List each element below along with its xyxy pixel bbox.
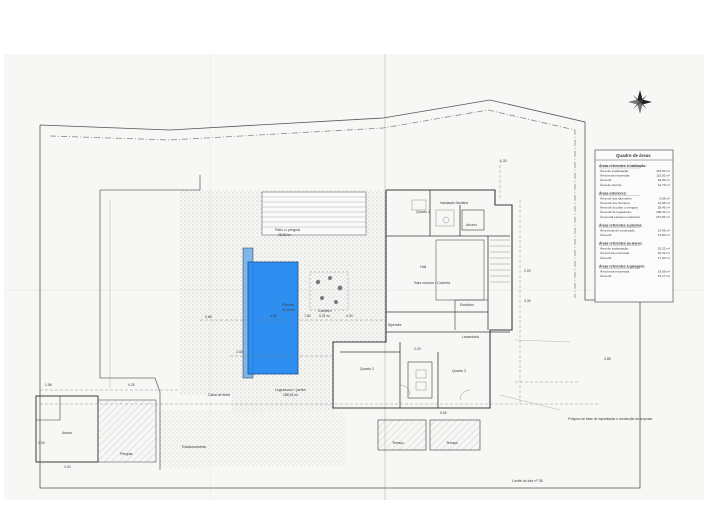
table-row-label: Área total espaços exteriores	[600, 215, 641, 219]
label-pergola: Pérgula	[120, 452, 132, 456]
table-row-value: 115,82 m²	[656, 174, 670, 178]
table-section-heading: Áreas exteriores:	[599, 190, 627, 195]
dim-text: 5.65	[440, 411, 447, 415]
table-row-label: Área útil do pátio c/ pérgula	[600, 206, 638, 210]
table-section-heading: Áreas referentes ao anexo:	[599, 241, 643, 246]
table-row-value: 115,82 m²	[656, 169, 670, 173]
dim-text: 7.80	[304, 314, 311, 318]
house-details	[399, 199, 510, 401]
table-row-value: 14,96 m²	[658, 228, 670, 232]
table-row-label: Área útil dos Terraços	[600, 201, 630, 205]
label-bedroom-3: Quarto 3	[452, 369, 466, 373]
swimming-pool	[242, 247, 299, 379]
table-section-heading: Áreas referentes à habitação:	[599, 163, 647, 168]
label-living: Sala comum / Cozinha	[414, 281, 450, 285]
table-row-label: Área útil	[600, 274, 612, 278]
dim-text: 0.65	[205, 315, 212, 319]
dim-text: 2.20	[414, 347, 421, 351]
dim-text: 3.00	[236, 350, 243, 354]
label-hall: Hall	[420, 265, 426, 269]
label-sandbox: Caixa de Areia	[208, 393, 230, 397]
label-pool: Piscina	[282, 303, 295, 307]
label-garden: Logradouro / jardim	[275, 388, 306, 392]
table-row-value: 12,80 m²	[658, 233, 670, 237]
dim-text: 1.30	[500, 159, 507, 163]
compass-rose-icon	[628, 90, 652, 114]
label-porch: Alpendre	[388, 323, 402, 327]
dim-text: 4.90	[270, 314, 277, 318]
table-row-value: 31,79 m²	[658, 183, 670, 187]
dim-text: 1.00	[38, 441, 45, 445]
dim-text: 4.20	[64, 465, 71, 469]
label-storage: Arrumo	[466, 223, 477, 227]
table-row-label: Área bruta de construção	[600, 228, 635, 232]
table-row-label: Área útil do logradouro	[600, 210, 632, 214]
table-row-label: Área de implantação	[600, 169, 629, 173]
table-row-value: 237,64 m²	[656, 215, 670, 219]
label-patio-area: 28,82 m²	[278, 233, 292, 237]
table-section-heading: Áreas referentes à piscina:	[599, 222, 642, 227]
patio-pergola	[261, 191, 367, 236]
room-labels: Pátio c/ pérgula 28,82 m² Piscina 31,53 …	[62, 201, 652, 483]
table-row-value: 15,17 m²	[658, 274, 670, 278]
label-planter-area: 5,78 m²	[319, 314, 330, 318]
table-row-value: 19,08 m²	[658, 269, 670, 273]
table-section-heading: Áreas referentes à garagem:	[599, 263, 645, 268]
label-wc: Instalação Sanitária	[440, 201, 468, 205]
label-plot-limit: Limite do lote nº 36	[512, 479, 543, 483]
table-row-label: Área útil	[600, 256, 612, 260]
main-house	[332, 189, 513, 409]
label-bedroom-2: Quarto 2	[360, 367, 374, 371]
label-office: Escritório	[460, 303, 474, 307]
dimension-numbers: 4.90 7.80 3.00 4.00 2.00 3.30 5.65 4.20 …	[38, 159, 611, 469]
table-row-label: Área bruta encerrada	[600, 251, 630, 255]
table-row-value: 13,95 m²	[658, 201, 670, 205]
dim-text: 2.00	[524, 269, 531, 273]
table-row-value: 28,45 m²	[658, 206, 670, 210]
label-pool-area: 31,53 m²	[282, 308, 296, 312]
terraces	[377, 419, 481, 451]
label-planter: Canteiro	[318, 309, 332, 313]
dimension-lines	[40, 160, 600, 405]
table-row-label: Área bruta encerrada	[600, 269, 630, 273]
site-boundary	[39, 99, 641, 489]
planter	[309, 271, 349, 311]
dim-text: 3.30	[524, 299, 531, 303]
table-row-label: Área útil	[600, 178, 612, 182]
label-terrace-1: Terraço	[392, 441, 404, 445]
label-parking: Estacionamento	[182, 445, 206, 449]
label-bedroom-1: Quarto 1	[416, 210, 430, 214]
dim-text: 4.00	[346, 314, 353, 318]
dim-text: 3.88	[604, 357, 611, 361]
annex	[35, 395, 157, 463]
table-row-value: 20,22 m²	[658, 251, 670, 255]
areas-table: Quadro de áreas Áreas referentes à habit…	[594, 149, 674, 303]
dim-text: 4.25	[128, 383, 135, 387]
table-row-value: 188,44 m²	[656, 210, 670, 214]
table-row-value: 5,98 m²	[660, 196, 671, 200]
dim-text: 1.56	[45, 383, 52, 387]
table-row-value: 17,03 m²	[658, 256, 670, 260]
cad-reference-lines	[109, 200, 571, 411]
label-laundry: Lavandaria	[462, 335, 479, 339]
table-row-label: Área útil	[600, 233, 612, 237]
table-row-value: 20,22 m²	[658, 247, 670, 251]
label-terrace-2: Terraço	[446, 441, 458, 445]
label-patio: Pátio c/ pérgula	[275, 228, 300, 232]
areas-table-title: Quadro de áreas	[616, 153, 651, 158]
label-garden-area: 188,45 m²	[283, 393, 299, 397]
label-annex: Anexo	[62, 431, 72, 435]
table-row-label: Área útil dos alpendres	[600, 196, 632, 200]
table-row-label: Área de piscina	[600, 183, 622, 187]
label-implantation: Polígono de base de implantação e constr…	[568, 417, 652, 421]
table-row-label: Área bruta encerrada	[600, 174, 630, 178]
table-row-label: Área de implantação	[600, 247, 629, 251]
table-row-value: 94,60 m²	[658, 178, 670, 182]
